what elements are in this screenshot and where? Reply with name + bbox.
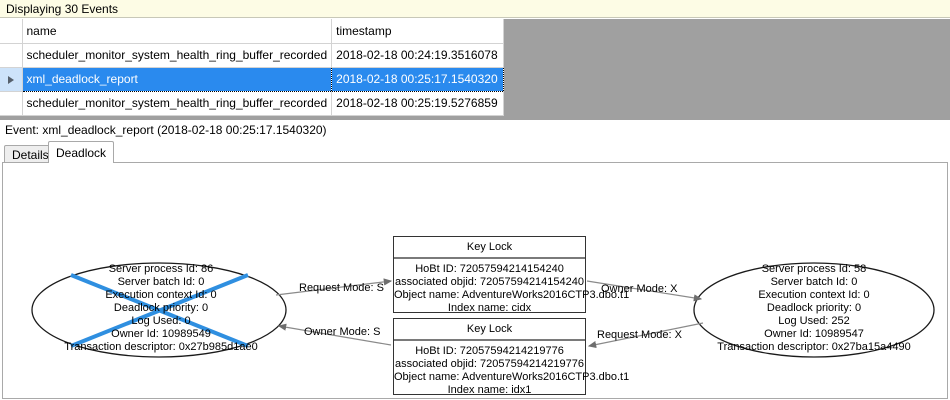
edge-label-owner-mode-s: Owner Mode: S — [304, 326, 381, 338]
cell-name[interactable]: scheduler_monitor_system_health_ring_buf… — [22, 43, 333, 68]
key-lock-top-line-4: Index name: cidx — [447, 302, 532, 314]
header-cell-selector — [0, 19, 23, 44]
resource-node-key-lock-bottom[interactable]: Key Lock HoBt ID: 72057594214219776 asso… — [393, 318, 630, 397]
banner-text: Displaying 30 Events — [6, 1, 119, 16]
cell-timestamp[interactable]: 2018-02-18 00:25:19.5276859 — [331, 91, 505, 116]
key-lock-top-line-2: associated objid: 72057594214154240 — [395, 276, 584, 288]
cell-timestamp[interactable]: 2018-02-18 00:24:19.3516078 — [331, 43, 505, 68]
tab-deadlock-label: Deadlock — [56, 145, 107, 160]
resource-node-key-lock-top[interactable]: Key Lock HoBt ID: 72057594214154240 asso… — [393, 236, 630, 315]
row-selector-cell[interactable] — [0, 43, 23, 68]
events-grid-header-row: name timestamp — [0, 19, 505, 44]
displaying-events-banner: Displaying 30 Events — [0, 0, 950, 18]
key-lock-bottom-body: HoBt ID: 72057594214219776 associated ob… — [394, 341, 630, 397]
cell-timestamp[interactable]: 2018-02-18 00:25:17.1540320 — [331, 66, 505, 92]
deadlock-tab-pane: Server process Id: 86 Server batch Id: 0… — [2, 162, 948, 399]
deadlock-graph-canvas[interactable]: Server process Id: 86 Server batch Id: 0… — [3, 163, 947, 398]
key-lock-bottom-title: Key Lock — [394, 319, 585, 341]
key-lock-top-line-3: Object name: AdventureWorks2016CTP3.dbo.… — [394, 289, 630, 301]
edge-label-request-mode-x: Request Mode: X — [597, 329, 682, 341]
tab-details-label: Details — [12, 147, 49, 162]
header-cell-name[interactable]: name — [22, 19, 333, 44]
key-lock-bottom-line-1: HoBt ID: 72057594214219776 — [415, 345, 564, 357]
row-selector-arrow-icon — [7, 75, 14, 84]
key-lock-bottom-line-3: Object name: AdventureWorks2016CTP3.dbo.… — [394, 371, 630, 383]
cell-name[interactable]: scheduler_monitor_system_health_ring_buf… — [22, 91, 333, 116]
header-cell-timestamp[interactable]: timestamp — [331, 19, 505, 44]
process-node-right-ellipse[interactable] — [693, 262, 935, 358]
edge-request-s — [275, 278, 393, 296]
key-lock-bottom-line-2: associated objid: 72057594214219776 — [395, 358, 584, 370]
row-selector-cell[interactable] — [0, 67, 23, 92]
key-lock-bottom-line-4: Index name: idx1 — [447, 384, 532, 396]
edge-owner-x — [586, 280, 703, 302]
table-row[interactable]: scheduler_monitor_system_health_ring_buf… — [0, 91, 505, 116]
victim-marker-line-b — [70, 273, 249, 348]
edge-label-request-mode-s: Request Mode: S — [299, 282, 384, 294]
edge-owner-s — [277, 323, 392, 346]
table-row-selected[interactable]: xml_deadlock_report 2018-02-18 00:25:17.… — [0, 66, 505, 92]
deadlock-graph-vectors — [31, 262, 935, 358]
edge-label-owner-mode-x: Owner Mode: X — [601, 283, 678, 295]
event-header: Event: xml_deadlock_report (2018-02-18 0… — [0, 120, 950, 140]
tabstrip: Details Deadlock — [0, 141, 950, 163]
deadlock-graph: Server process Id: 86 Server batch Id: 0… — [3, 163, 947, 398]
row-selector-cell[interactable] — [0, 91, 23, 116]
tab-deadlock[interactable]: Deadlock — [48, 141, 115, 163]
key-lock-top-line-1: HoBt ID: 72057594214154240 — [415, 263, 564, 275]
key-lock-top-title: Key Lock — [394, 237, 585, 259]
table-row[interactable]: scheduler_monitor_system_health_ring_buf… — [0, 43, 505, 68]
event-header-text: Event: xml_deadlock_report (2018-02-18 0… — [5, 123, 327, 137]
edge-request-x — [587, 322, 704, 349]
key-lock-top-body: HoBt ID: 72057594214154240 associated ob… — [394, 259, 630, 315]
events-grid[interactable]: name timestamp scheduler_monitor_system_… — [0, 19, 505, 116]
cell-name[interactable]: xml_deadlock_report — [21, 66, 333, 92]
events-grid-area: name timestamp scheduler_monitor_system_… — [0, 19, 950, 120]
